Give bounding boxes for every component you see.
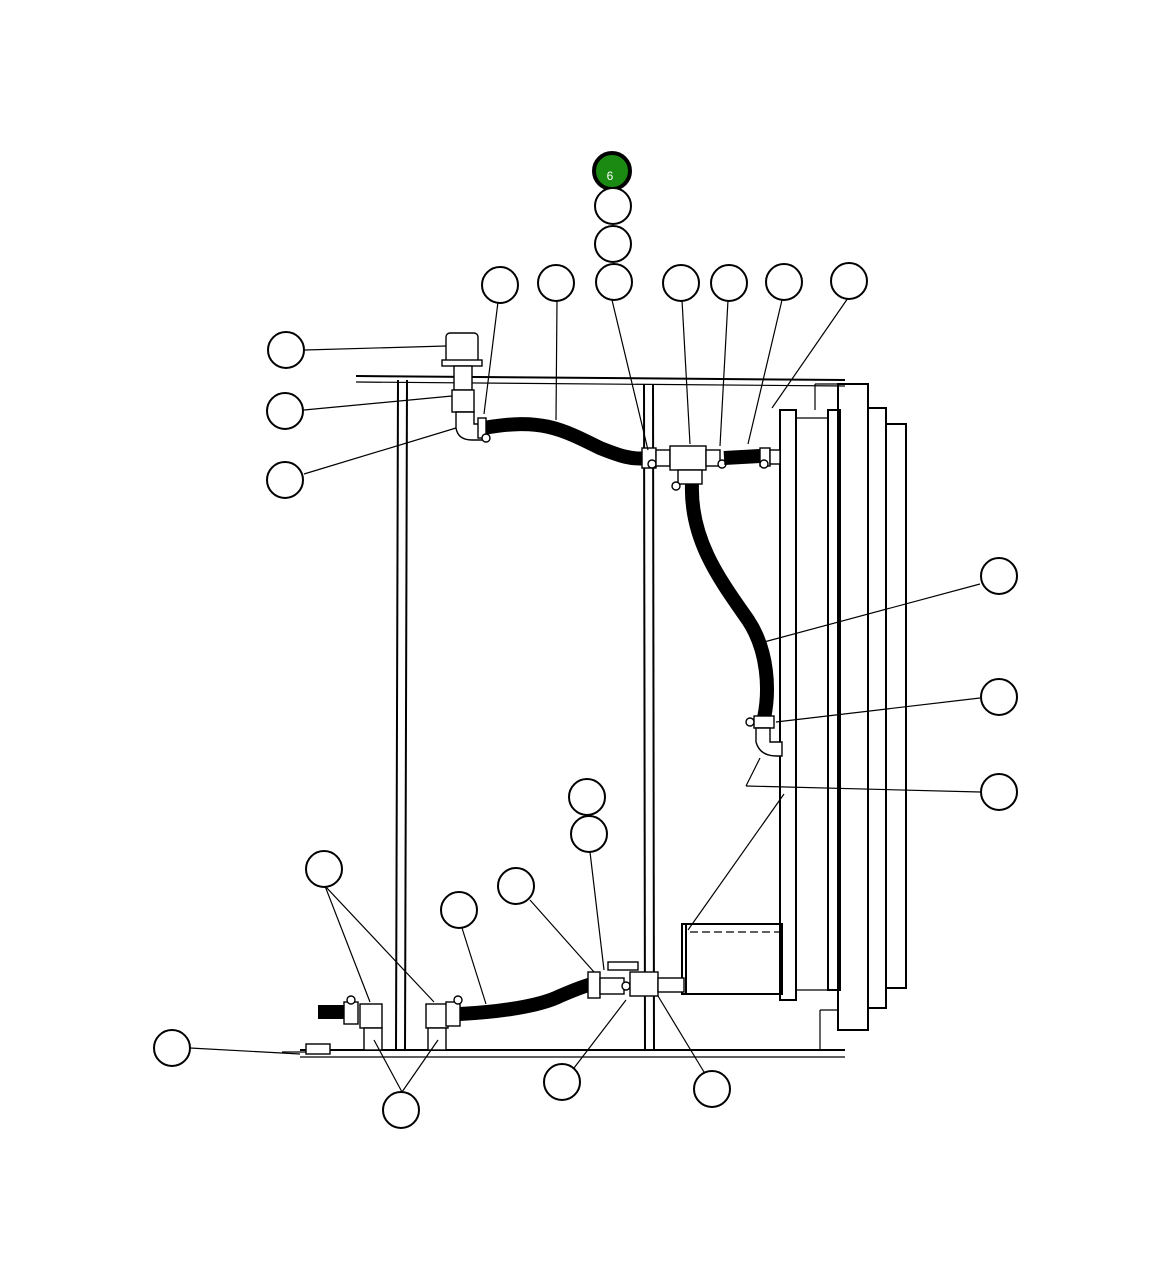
frame-structure — [300, 375, 907, 1058]
bottom-hose-assembly — [282, 961, 685, 1055]
callout-c3[interactable] — [594, 225, 632, 263]
vertical-hose — [684, 483, 783, 757]
callout-c6[interactable] — [537, 264, 575, 302]
callout-c18[interactable] — [570, 815, 608, 853]
callout-c22[interactable] — [153, 1029, 191, 1067]
callout-c11[interactable] — [267, 331, 305, 369]
tee-fitting — [641, 445, 781, 491]
callout-c2[interactable] — [594, 187, 632, 225]
callout-c17[interactable] — [568, 778, 606, 816]
callout-c10[interactable] — [830, 262, 868, 300]
callout-c25[interactable] — [382, 1091, 420, 1129]
callout-c23[interactable] — [543, 1063, 581, 1101]
top-valve-assembly — [441, 332, 485, 441]
callout-c4[interactable] — [595, 263, 633, 301]
callout-c19[interactable] — [305, 850, 343, 888]
callout-c20[interactable] — [497, 867, 535, 905]
top-hose — [477, 417, 649, 466]
callout-c9[interactable] — [765, 263, 803, 301]
callout-c24[interactable] — [693, 1070, 731, 1108]
callout-c13[interactable] — [266, 461, 304, 499]
callout-label: 6 — [607, 169, 614, 183]
callout-c8[interactable] — [710, 264, 748, 302]
callout-c21[interactable] — [440, 891, 478, 929]
callout-c15[interactable] — [980, 678, 1018, 716]
callout-c1[interactable]: 6 — [592, 151, 632, 191]
callout-c7[interactable] — [662, 264, 700, 302]
leader-lines — [189, 297, 981, 1093]
callout-c12[interactable] — [266, 392, 304, 430]
callout-c14[interactable] — [980, 557, 1018, 595]
callout-c16[interactable] — [980, 773, 1018, 811]
callout-c5[interactable] — [481, 266, 519, 304]
